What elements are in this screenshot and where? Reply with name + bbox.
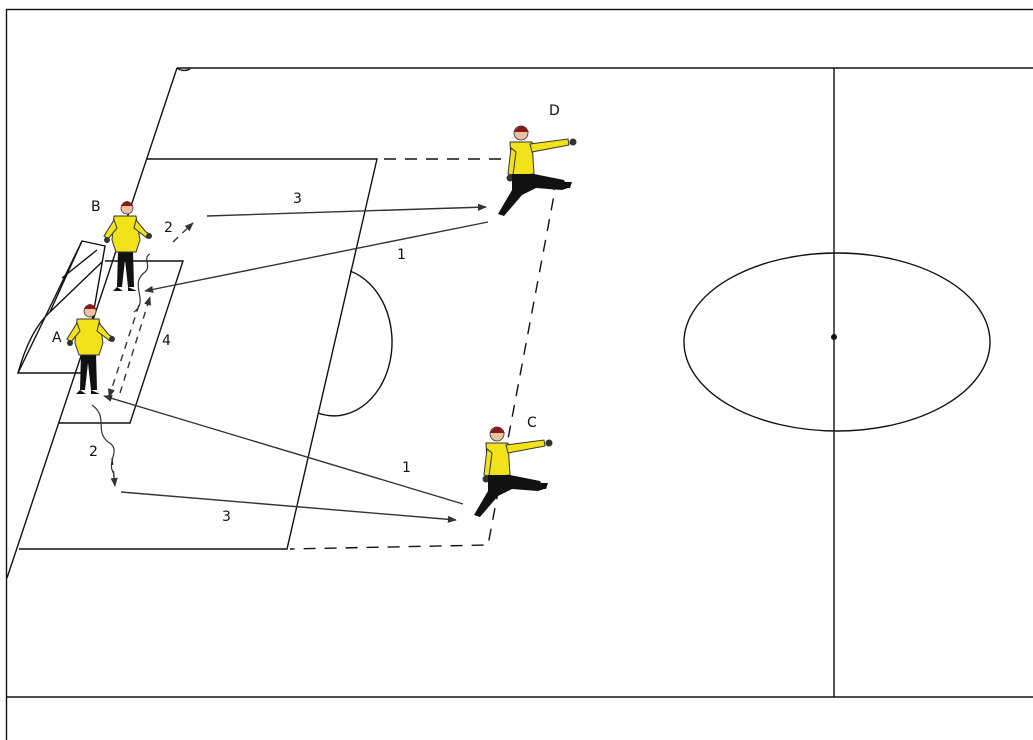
- step-label-dribble-a: 2: [89, 444, 98, 460]
- centre-circle: [684, 253, 990, 431]
- movements: 2 2 4: [89, 220, 193, 486]
- step-label-pass-d-to-b: 1: [397, 247, 406, 263]
- player-label-d: D: [549, 103, 560, 119]
- dribble-a-path: [92, 405, 114, 474]
- goalkeeper-figure-icon: [67, 304, 115, 394]
- goalkeeper-a: A: [52, 304, 115, 394]
- player-label-c: C: [527, 415, 537, 431]
- pass-d-to-b-arrow: [145, 222, 488, 291]
- step-label-pass-b-to-d: 3: [293, 191, 302, 207]
- step-label-dribble-b: 2: [164, 220, 173, 236]
- switch-down-arrow: [109, 305, 139, 397]
- pass-c-to-a-arrow: [104, 396, 463, 504]
- rotation-box: [290, 159, 555, 549]
- kicker-d: D: [498, 103, 577, 216]
- step-label-switch: 4: [162, 333, 171, 349]
- pass-b-to-d-arrow: [207, 207, 486, 216]
- kicker-c: C: [474, 415, 553, 517]
- kicker-figure-icon: [498, 126, 577, 216]
- pass-a-to-c-arrow: [121, 492, 456, 520]
- dribble-b-arrow: [173, 223, 193, 242]
- player-label-b: B: [91, 199, 101, 215]
- penalty-arc: [318, 271, 392, 416]
- penalty-area: [19, 159, 377, 549]
- passes: 1 1 3 3: [104, 191, 488, 525]
- step-label-pass-c-to-a: 1: [402, 460, 411, 476]
- kicker-figure-icon: [474, 427, 553, 517]
- step-label-pass-a-to-c: 3: [222, 509, 231, 525]
- player-label-a: A: [52, 330, 62, 346]
- centre-spot: [831, 334, 837, 340]
